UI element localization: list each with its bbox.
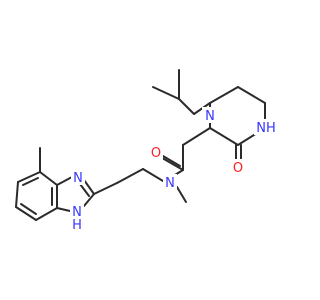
bond-n3-c3a: [56, 176, 73, 186]
bond-camide-o-b: [162, 155, 181, 167]
atom-labels: N NH O O N N N H: [70, 107, 280, 233]
bond-ch2a-ch2b: [116, 168, 144, 184]
bond-n1-c6: [209, 86, 239, 104]
atom-n-amide: N: [165, 176, 175, 191]
bond-n-ch2a: [142, 168, 164, 182]
atom-n-piperazine-1: N: [205, 109, 215, 124]
bond-c6-c7: [15, 206, 37, 221]
bond-c3a-c4: [39, 171, 58, 186]
atom-o-lactam: O: [233, 161, 243, 176]
bond-c7-c7a: [35, 207, 58, 221]
bond-ch2b-c2bim: [93, 182, 118, 195]
atom-o-amide: O: [151, 146, 161, 161]
bonds: [15, 69, 266, 221]
bond-c3-c2: [209, 127, 239, 146]
atom-n-benzimidazole-3: N: [73, 171, 83, 186]
bond-c2-n3-a: [83, 179, 95, 195]
bond-isobutyl-ch3a: [152, 86, 180, 100]
bond-c2-ch2: [182, 127, 211, 146]
bond-c4-c5: [17, 171, 41, 183]
atom-n-benzimidazole-1: N: [72, 205, 82, 220]
bond-c2-n3-b: [79, 183, 90, 197]
bond-c2-n1: [83, 193, 95, 207]
bond-c4-c5-inner: [22, 177, 39, 186]
bond-c6-c7-inner: [20, 203, 37, 215]
atom-h-benzimidazole-1: H: [72, 218, 82, 233]
bond-c5-c6: [15, 181, 19, 208]
bond-c6-c5: [237, 86, 266, 104]
bond-n-methyl: [176, 186, 187, 203]
bond-isobutyl-ch2: [178, 98, 195, 115]
molecule-structure: N NH O O N N N H: [15, 69, 280, 233]
atom-nh-piperazine-4: NH: [256, 121, 276, 136]
bond-n1-c7a: [56, 207, 71, 212]
